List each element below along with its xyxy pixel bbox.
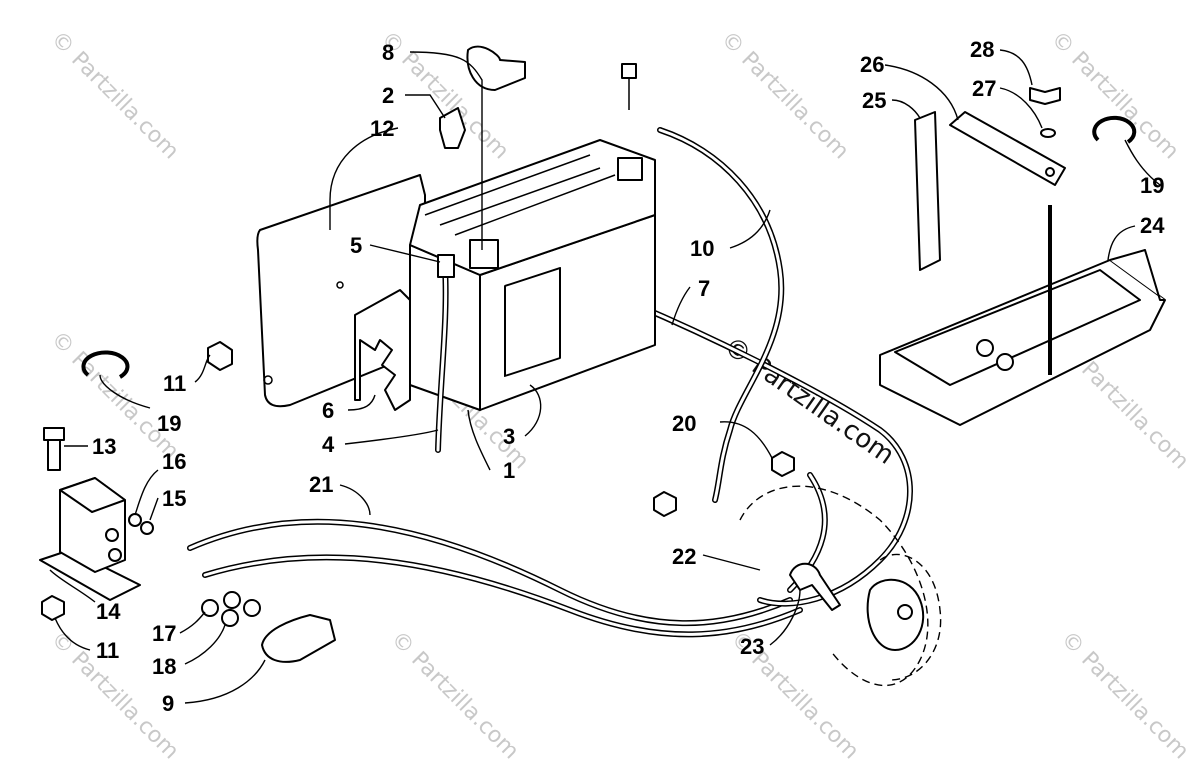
callout-7: 7 bbox=[698, 276, 710, 301]
callout-4: 4 bbox=[322, 432, 335, 457]
callout-26: 26 bbox=[860, 52, 884, 77]
callout-27: 27 bbox=[972, 76, 996, 101]
callout-9: 9 bbox=[162, 691, 174, 716]
part-13-bolt bbox=[43, 427, 65, 471]
watermark: © Partzilla.com bbox=[46, 27, 184, 165]
part-8-terminal-boot bbox=[466, 45, 526, 91]
callout-22: 22 bbox=[672, 544, 696, 569]
callout-11: 11 bbox=[163, 371, 186, 396]
callout-10: 10 bbox=[690, 236, 714, 261]
starter-motor-outline bbox=[739, 485, 942, 687]
callout-24: 24 bbox=[1140, 213, 1165, 238]
part-28-wing-nut bbox=[1029, 87, 1061, 105]
callout-2: 2 bbox=[382, 83, 394, 108]
callout-8: 8 bbox=[382, 40, 394, 65]
part-9-boot bbox=[261, 614, 336, 663]
part-27-washer bbox=[1040, 128, 1056, 138]
ground-bolt bbox=[621, 63, 637, 79]
part-18-washer bbox=[221, 609, 239, 627]
watermark: © Partzilla.com bbox=[1046, 27, 1184, 165]
callout-19-right: 19 bbox=[1140, 173, 1164, 198]
part-11-nut-bottom bbox=[41, 595, 65, 621]
part-1-battery bbox=[409, 139, 656, 411]
part-11-nut bbox=[207, 341, 233, 371]
callout-18: 18 bbox=[152, 654, 176, 679]
part-5-elbow bbox=[437, 254, 455, 278]
part-19-circlip bbox=[81, 350, 130, 379]
callout-16: 16 bbox=[162, 449, 186, 474]
part-19-circlip-right bbox=[1092, 115, 1137, 144]
watermark: © Partzilla.com bbox=[386, 627, 524, 760]
callout-12: 12 bbox=[370, 116, 394, 141]
part-2-vent-cap bbox=[439, 107, 466, 149]
part-15-nut bbox=[140, 521, 154, 535]
watermark: © Partzilla.com bbox=[716, 27, 854, 165]
part-25-strap bbox=[914, 111, 941, 271]
callout-5: 5 bbox=[350, 233, 362, 258]
part-20-nut bbox=[771, 451, 795, 477]
callout-21: 21 bbox=[309, 472, 333, 497]
callout-17: 17 bbox=[152, 621, 176, 646]
part-26-hold-bracket bbox=[949, 111, 1066, 186]
callout-23: 23 bbox=[740, 634, 764, 659]
callout-11-bottom: 11 bbox=[96, 638, 119, 663]
callout-3: 3 bbox=[503, 424, 515, 449]
ground-nut bbox=[653, 491, 677, 517]
part-14-solenoid bbox=[39, 477, 141, 601]
callout-28: 28 bbox=[970, 37, 994, 62]
part-16-washer bbox=[128, 513, 142, 527]
callout-15: 15 bbox=[162, 486, 186, 511]
watermark: © Partzilla.com bbox=[1056, 627, 1194, 760]
callout-6: 6 bbox=[322, 398, 334, 423]
part-23-clamp bbox=[789, 562, 841, 611]
callout-20: 20 bbox=[672, 411, 696, 436]
part-17-nut bbox=[201, 599, 219, 617]
leader-lines bbox=[49, 49, 1161, 704]
callout-1: 1 bbox=[503, 458, 515, 483]
callout-14: 14 bbox=[96, 599, 121, 624]
part-12-cover-plate bbox=[256, 174, 426, 408]
callouts: 8 2 12 5 11 19 6 4 3 1 13 16 15 21 14 11… bbox=[92, 37, 1165, 716]
callout-25: 25 bbox=[862, 88, 886, 113]
callout-19: 19 bbox=[157, 411, 181, 436]
part-24-battery-tray bbox=[879, 249, 1166, 426]
callout-13: 13 bbox=[92, 434, 116, 459]
